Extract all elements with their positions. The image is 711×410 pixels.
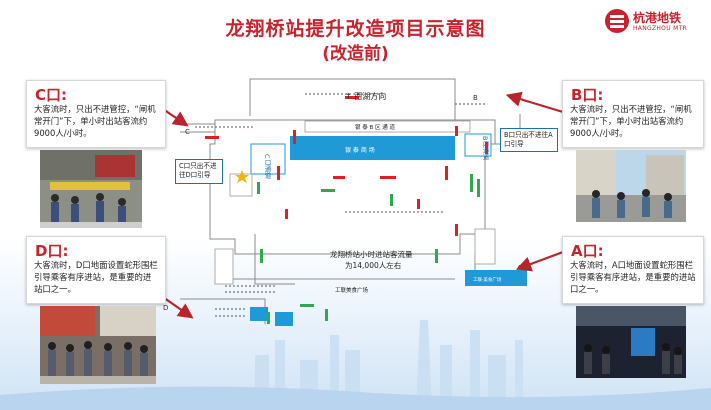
c-exit-text: 大客流时，只出不进管控，“闸机常开门”下，单小时出站客流约9000人/小时。 [34,104,156,138]
a-exit-text: 大客流时，A口地面设置蛇形围栏引导乘客有序进站，是重要的进站口之一。 [570,260,696,294]
plaza-label: 工联美食广场 [335,286,369,294]
city-skyline-decoration [0,320,711,410]
c-exit-note: C口只出不进往D口引导 [175,159,223,184]
c-exit-callout: C口: 大客流时，只出不进管控，“闸机常开门”下，单小时出站客流约9000人/小… [26,80,166,148]
b-exit-text: 大客流时，只出不进管控，“闸机常开门”下，单小时出站客流约9000人/小时。 [570,104,692,138]
a-arrow [515,250,564,272]
d-exit-title: D口: [35,242,69,260]
yintai-mall-block [290,136,455,160]
a-exit-callout: A口: 大客流时，A口地面设置蛇形围栏引导乘客有序进站，是重要的进站口之一。 [562,236,704,304]
b-exit-callout: B口: 大客流时，只出不进管控，“闸机常开门”下，单小时出站客流约9000人/小… [562,80,704,148]
b-arrow [505,91,564,114]
d-exit-callout: D口: 大客流时，D口地面设置蛇形围栏引导乘客有序进站，是重要的进站口之一。 [26,236,166,304]
hall-label: 银 泰 商 场 [345,146,375,154]
hangzhou-mtr-logo-icon [605,9,629,33]
direction-label: ↑ 西湖方向 [345,91,386,101]
flow-label: 龙翔桥站小时进站客流量 为14,000人左右 [330,249,415,270]
exit-c-marker: C [185,128,190,136]
a-exit-plaza-block [465,270,527,286]
logo-text: 杭港地铁 [633,11,682,25]
logo-subtext: HANGZHOU MTR [633,25,688,32]
d-exit-text: 大客流时，D口地面设置蛇形围栏引导乘客有序进站，是重要的进站口之一。 [34,260,158,294]
concourse-label: 银 泰 B 区 通 道 [355,123,396,131]
exit-b-marker: B [473,94,478,102]
c-exit-photo [40,150,142,228]
b-exit-photo [576,150,686,222]
page-title: 龙翔桥站提升改造项目示意图 [225,18,486,40]
c-exit-title: C口: [35,86,68,104]
a-exit-title: A口: [571,242,604,260]
b-exit-note: B口只出不进往A口引导 [500,128,558,152]
b-channel-label: B口通道 [481,136,489,161]
logo: 杭港地铁 HANGZHOU MTR [605,7,697,37]
a-exit-plaza-label: 工联·美食广场 [473,276,502,283]
page-subtitle: (改造前) [322,44,389,64]
star-icon [235,170,249,183]
d-exit-photo [40,306,156,384]
c-channel-label: C口通道 [263,154,271,179]
station-map: C B D A ↑ 西湖方向 银 泰 B 区 通 道 银 泰 商 场 龙翔桥站小… [163,78,527,326]
a-exit-photo [576,306,686,378]
b-exit-title: B口: [571,86,604,104]
exit-d-marker: D [163,304,168,312]
